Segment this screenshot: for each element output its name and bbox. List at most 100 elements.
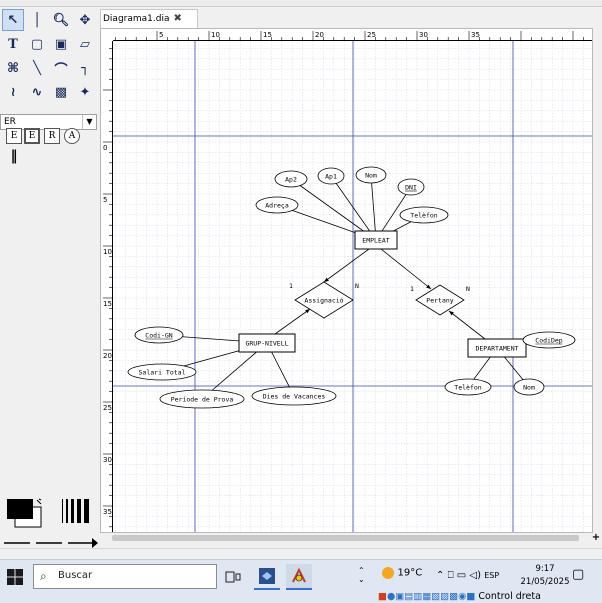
ellipse-box-tool-icon[interactable]: ▣ bbox=[54, 36, 68, 52]
top-toolbar-strip bbox=[0, 0, 602, 7]
dia-app-icon[interactable] bbox=[286, 564, 312, 590]
system-tray[interactable]: ⌃ ⎕ ▭ ◁) ESP bbox=[436, 570, 499, 581]
cardinality-label: 1 bbox=[410, 285, 414, 293]
status-text: Control dreta bbox=[478, 591, 541, 602]
arrowhead bbox=[305, 309, 310, 314]
taskbar-search-box[interactable]: ⌕ Buscar bbox=[33, 564, 217, 589]
arrow-style-selector[interactable] bbox=[0, 531, 100, 555]
notification-icon[interactable]: ▢ bbox=[572, 567, 585, 582]
box-tool-icon[interactable]: ▢ bbox=[30, 36, 44, 52]
attribute-label: Telèfon bbox=[454, 384, 481, 392]
entity-departament bbox=[467, 338, 527, 358]
relationship-line bbox=[274, 308, 311, 335]
ruler-label: 15 bbox=[263, 31, 272, 39]
polyline-tool-icon[interactable]: ≀ bbox=[10, 84, 16, 100]
end-arrow-icon bbox=[92, 538, 98, 548]
attribute-salari bbox=[127, 363, 197, 381]
ruler-label: 25 bbox=[103, 404, 112, 412]
windows-start-icon[interactable] bbox=[6, 568, 24, 586]
entity-shape-button[interactable]: E bbox=[6, 128, 22, 144]
ruler-label: 0 bbox=[103, 144, 107, 152]
arrowhead bbox=[426, 284, 431, 289]
attribute-telefon2 bbox=[444, 378, 492, 396]
attribute-label: Nom bbox=[523, 384, 535, 392]
toolbox: ↖ │ 🔍︎ ✥ T ▢ ▣ ▱ ⌘ ╲ ⌒ ┐ ≀ ∿ ▩ ✦ ER ▼ E … bbox=[0, 7, 100, 552]
relationship-assignacio bbox=[294, 281, 354, 319]
beziergon-tool-icon[interactable]: ⌘ bbox=[6, 60, 20, 76]
polygon-tool-icon[interactable]: ▱ bbox=[80, 36, 90, 52]
horizontal-scroll-thumb[interactable] bbox=[112, 535, 579, 541]
zoom-plus-icon[interactable]: + bbox=[591, 532, 601, 543]
text-tool-icon[interactable]: T bbox=[8, 36, 18, 52]
sun-icon bbox=[382, 567, 394, 579]
attribute-connector bbox=[330, 175, 377, 241]
tray-overflow-icon[interactable]: ⌃ bbox=[436, 570, 445, 581]
cardinality-label: N bbox=[355, 282, 359, 290]
attribute-label: Període de Prova bbox=[171, 396, 234, 404]
attribute-label: Salari Total bbox=[139, 369, 186, 377]
attribute-label: Ap2 bbox=[285, 176, 297, 184]
ruler-label: 20 bbox=[315, 31, 324, 39]
entity-empleat bbox=[354, 230, 398, 250]
taskbar-clock[interactable]: 9:17 21/05/2025 bbox=[520, 563, 570, 589]
attribute-label: Ap1 bbox=[325, 173, 337, 181]
move-tool-icon[interactable]: ✥ bbox=[79, 12, 91, 28]
entity-label: GRUP-NIVELL bbox=[245, 340, 288, 348]
attribute-adreca bbox=[255, 196, 299, 214]
app-tray-icon[interactable]: ●▣▤▥▦▧▨▩◉■ bbox=[386, 591, 476, 602]
attribute-telefon1 bbox=[399, 206, 449, 224]
network-icon[interactable]: ⎕ bbox=[447, 570, 454, 581]
chevron-up-icon[interactable]: ⌃⌄ bbox=[358, 566, 365, 584]
outline-tool-icon[interactable]: ✦ bbox=[79, 84, 91, 100]
cardinality-label: N bbox=[466, 285, 470, 293]
ruler-label: 35 bbox=[471, 31, 480, 39]
magnify-tool-icon[interactable]: 🔍︎ bbox=[52, 12, 70, 28]
close-icon[interactable]: ✖ bbox=[173, 13, 182, 24]
monitor-icon[interactable]: ▭ bbox=[456, 570, 467, 581]
attribute-label: Codi-GN bbox=[145, 332, 172, 340]
attribute-shape-button[interactable]: A bbox=[64, 128, 80, 144]
arrowhead bbox=[324, 277, 329, 282]
tab-title: Diagrama1.dia bbox=[103, 14, 170, 24]
weather-widget[interactable]: 19°C bbox=[382, 566, 422, 579]
ruler-label: 30 bbox=[103, 456, 112, 464]
entity-label: DEPARTAMENT bbox=[475, 345, 518, 353]
task-view-icon[interactable] bbox=[220, 564, 246, 590]
participation-shape-button[interactable]: ‖ bbox=[10, 148, 18, 164]
vertical-scrollbar[interactable] bbox=[593, 28, 602, 533]
ruler-label: 25 bbox=[367, 31, 376, 39]
line-tool-icon[interactable]: ╲ bbox=[33, 60, 41, 76]
text-cursor-tool-icon[interactable]: │ bbox=[33, 12, 41, 28]
er-diagram[interactable]: EMPLEATGRUP-NIVELLDEPARTAMENTAssignació1… bbox=[113, 41, 593, 533]
relationship-line bbox=[448, 310, 486, 340]
image-tool-icon[interactable]: ▩ bbox=[54, 84, 68, 100]
app-tray-icon[interactable]: ■ bbox=[378, 591, 387, 602]
weak-entity-shape-button[interactable]: E bbox=[24, 128, 40, 144]
attribute-label: Dies de Vacances bbox=[263, 393, 326, 401]
relationship-shape-button[interactable]: R bbox=[44, 128, 60, 144]
attribute-dies bbox=[251, 386, 337, 406]
language-indicator[interactable]: ESP bbox=[484, 571, 500, 580]
relationship-label: Assignació bbox=[304, 297, 343, 305]
clock-time: 9:17 bbox=[535, 564, 555, 574]
vscode-app-icon[interactable] bbox=[254, 564, 280, 590]
arrowhead bbox=[449, 311, 454, 316]
volume-icon[interactable]: ◁) bbox=[469, 570, 481, 581]
horizontal-scrollbar[interactable] bbox=[100, 533, 593, 543]
sheet-select-value: ER bbox=[4, 117, 16, 127]
attribute-dni bbox=[397, 178, 425, 196]
attribute-ap2 bbox=[274, 170, 308, 188]
zigzag-tool-icon[interactable]: ┐ bbox=[81, 60, 89, 76]
tab-diagram[interactable]: Diagrama1.dia✖ bbox=[100, 9, 198, 28]
pointer-tool-icon[interactable]: ↖ bbox=[2, 9, 24, 31]
line-width-icon[interactable] bbox=[60, 497, 92, 525]
windows-taskbar: ⌕ Buscar ⌃⌄ 19°C ⌃ ⎕ ▭ ◁) ESP 9:17 21/05… bbox=[0, 559, 602, 603]
bezier-tool-icon[interactable]: ∿ bbox=[31, 84, 43, 100]
ruler-label: 5 bbox=[159, 31, 163, 39]
arc-tool-icon[interactable]: ⌒ bbox=[54, 62, 68, 78]
attribute-label: Nom bbox=[365, 172, 377, 180]
color-selector-icon[interactable] bbox=[5, 497, 45, 531]
